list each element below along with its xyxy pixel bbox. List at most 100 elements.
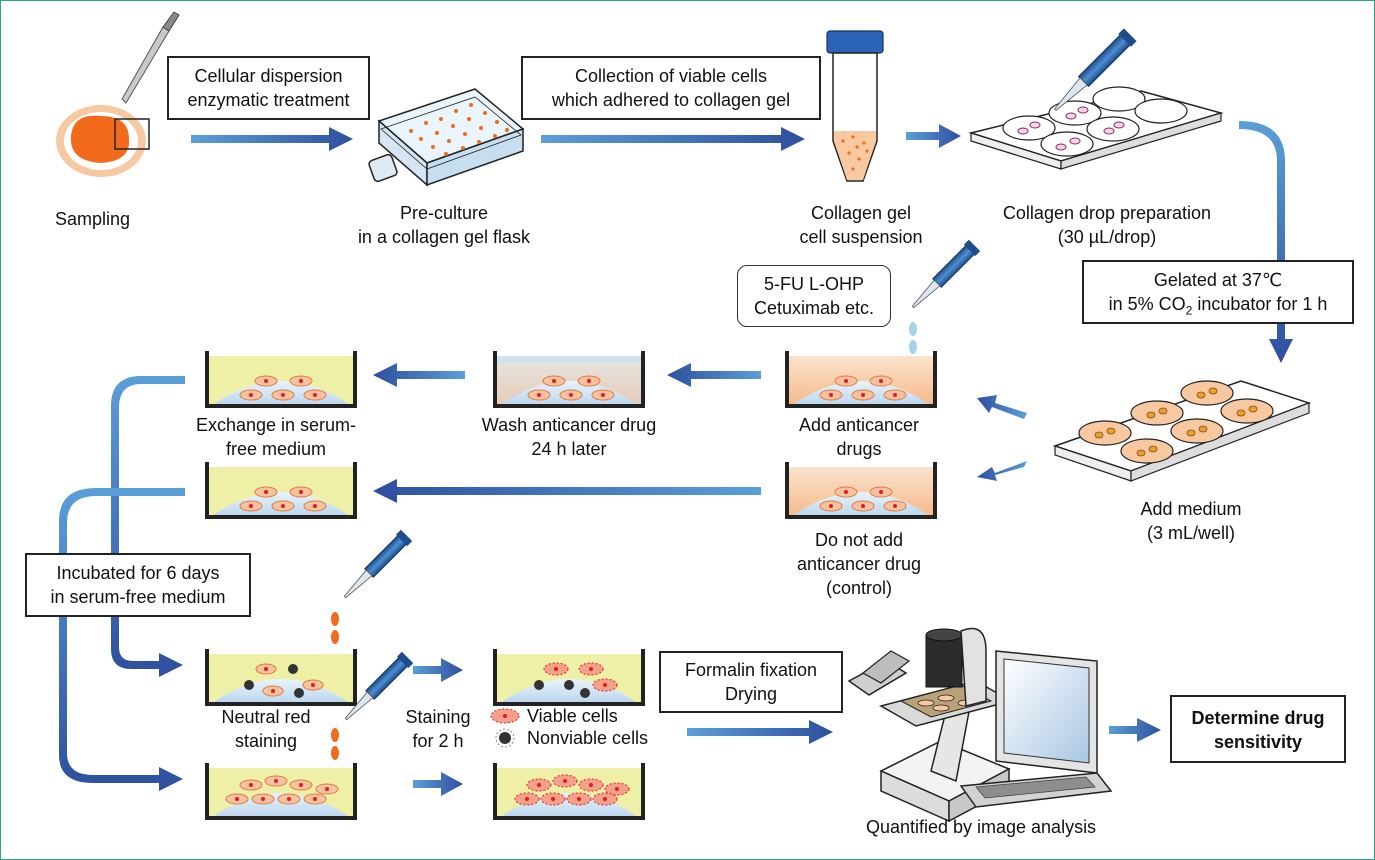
- medium-plate-icon: [1052, 380, 1312, 482]
- label-neutral-red: Neutral red staining: [201, 705, 331, 753]
- label-text: (control): [825, 578, 892, 598]
- legend-nonviable: Nonviable cells: [527, 727, 648, 749]
- box-text: Formalin fixation: [684, 660, 818, 680]
- arrow-to-collagen-tube: [541, 127, 805, 151]
- label-text: (30 µL/drop): [1057, 227, 1157, 247]
- dish-stained-control: [493, 763, 645, 820]
- label-text: Collagen gel: [810, 203, 912, 223]
- box-text: Cellular dispersion: [194, 66, 343, 86]
- arrow-down-right: [1239, 121, 1293, 363]
- scalpel-icon: [121, 11, 180, 104]
- label-text: Wash anticancer drug: [481, 415, 657, 435]
- laptop-icon: [959, 650, 1113, 808]
- label-add-drugs: Add anticancer drugs: [767, 413, 951, 461]
- label-text: staining: [234, 731, 298, 751]
- box-text: Collection of viable cells: [574, 66, 768, 86]
- label-text: in a collagen gel flask: [357, 227, 531, 247]
- label-text: Do not add: [814, 530, 904, 550]
- dish-stained-treated: [493, 649, 645, 706]
- label-text: Collagen drop preparation: [1002, 203, 1212, 223]
- box-text: Incubated for 6 days: [56, 563, 220, 583]
- arrow-control-to-exchange: [373, 479, 761, 503]
- dish-nr-treated: [205, 649, 357, 706]
- label-text: 24 h later: [531, 439, 607, 459]
- arrow-to-determine: [1109, 718, 1161, 742]
- tumor-sample-icon: [56, 105, 150, 177]
- box-text: which adhered to collagen gel: [551, 90, 791, 110]
- nonviable-cell-legend-icon: [495, 728, 515, 748]
- box-cellular-dispersion: Cellular dispersion enzymatic treatment: [167, 56, 370, 120]
- arrow-to-control: [977, 461, 1027, 481]
- pipette-icon-nr-bottom: [344, 651, 414, 721]
- nr-drop-icon: [331, 746, 339, 760]
- arrow-to-add-drugs: [977, 395, 1027, 419]
- collagen-tube-icon: [826, 30, 884, 182]
- bubble-text: Cetuximab etc.: [753, 298, 875, 318]
- arrow-loop-outer: [111, 376, 185, 677]
- dish-add-drugs: [785, 351, 937, 408]
- viable-cell-legend-icon: [490, 708, 520, 724]
- box-text: enzymatic treatment: [187, 90, 350, 110]
- dish-wash-drug: [493, 351, 645, 408]
- box-determine: Determine drug sensitivity: [1170, 695, 1346, 763]
- drug-drop-icon: [909, 322, 917, 336]
- box-text: in serum-free medium: [50, 587, 226, 607]
- label-quantified: Quantified by image analysis: [831, 815, 1131, 839]
- label-text: Pre-culture: [399, 203, 489, 223]
- label-exchange: Exchange in serum- free medium: [171, 413, 381, 461]
- label-text: Staining: [405, 707, 471, 727]
- nr-drop-icon: [331, 630, 339, 644]
- box-collection-viable-cells: Collection of viable cells which adhered…: [521, 56, 821, 120]
- label-text: Add anticancer: [798, 415, 920, 435]
- label-wash-drug: Wash anticancer drug 24 h later: [461, 413, 677, 461]
- nr-drop-icon: [331, 612, 339, 626]
- arrow-to-stained-top: [413, 658, 463, 682]
- pipette-icon-nr-top: [343, 529, 413, 599]
- label-quantified-text: Quantified by image analysis: [865, 817, 1097, 837]
- arrow-to-microscope: [687, 720, 833, 744]
- legend-nonviable-text: Nonviable cells: [527, 728, 649, 748]
- pipette-icon-drug: [911, 239, 981, 309]
- co2-subscript: 2: [1185, 303, 1193, 318]
- bubble-text: 5-FU L-OHP: [763, 274, 864, 294]
- box-text: Gelated at 37℃: [1153, 270, 1283, 290]
- label-text: for 2 h: [412, 731, 464, 751]
- arrow-loop-inner: [59, 488, 185, 791]
- label-text: Exchange in serum-: [195, 415, 357, 435]
- label-drop-prep: Collagen drop preparation (30 µL/drop): [969, 201, 1245, 249]
- drug-drop-icon: [909, 340, 917, 354]
- arrow-to-preculture: [191, 127, 353, 151]
- incubator-text: incubator for 1 h: [1192, 294, 1328, 314]
- label-text: anticancer drug: [796, 554, 922, 574]
- label-sampling: Sampling: [55, 207, 130, 231]
- arrow-to-exchange: [373, 363, 465, 387]
- box-incubated: Incubated for 6 days in serum-free mediu…: [25, 553, 251, 617]
- dish-control-exchange: [205, 462, 357, 519]
- dish-exchange: [205, 351, 357, 408]
- label-text: Neutral red: [221, 707, 311, 727]
- dish-nr-control: [205, 763, 357, 820]
- arrow-to-wash: [667, 363, 761, 387]
- label-text: Add medium: [1140, 499, 1242, 519]
- nr-drop-icon: [331, 728, 339, 742]
- box-text: Drying: [724, 684, 777, 704]
- pipette-icon-drop: [1054, 28, 1137, 111]
- culture-flask-icon: [368, 88, 525, 187]
- box-formalin: Formalin fixation Drying: [659, 651, 843, 713]
- microscope-icon: [847, 627, 1013, 823]
- label-staining: Staining for 2 h: [393, 705, 483, 753]
- label-control: Do not add anticancer drug (control): [771, 528, 947, 600]
- label-text: cell suspension: [799, 227, 923, 247]
- label-add-medium: Add medium (3 mL/well): [1101, 497, 1281, 545]
- label-text: drugs: [836, 439, 882, 459]
- box-gelated: Gelated at 37℃ in 5% CO2 incubator for 1…: [1082, 260, 1354, 324]
- label-text: (3 mL/well): [1146, 523, 1235, 543]
- drug-names-bubble: 5-FU L-OHP Cetuximab etc.: [737, 265, 891, 327]
- label-preculture: Pre-culture in a collagen gel flask: [339, 201, 549, 249]
- label-text: free medium: [225, 439, 327, 459]
- legend-viable: Viable cells: [527, 705, 618, 727]
- dish-control: [785, 462, 937, 519]
- co2-text: in 5% CO: [1108, 294, 1186, 314]
